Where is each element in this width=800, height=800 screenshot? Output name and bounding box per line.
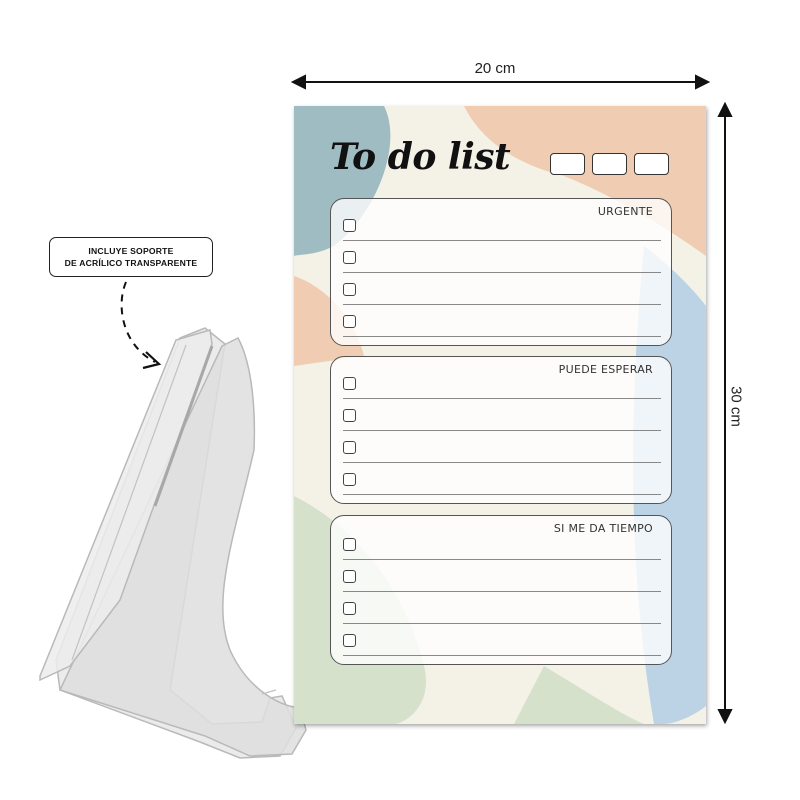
list-line <box>343 591 661 592</box>
dashed-curve-arrow-icon <box>120 281 162 370</box>
checkbox[interactable] <box>343 315 356 328</box>
list-line <box>343 655 661 656</box>
section-label: URGENTE <box>597 205 653 218</box>
section-urgente: URGENTE <box>330 198 672 346</box>
callout-line-2: DE ACRÍLICO TRANSPARENTE <box>64 258 198 268</box>
list-line <box>343 240 661 241</box>
checkbox[interactable] <box>343 602 356 615</box>
checkbox[interactable] <box>343 538 356 551</box>
list-line <box>343 336 661 337</box>
list-line <box>343 272 661 273</box>
checkbox[interactable] <box>343 409 356 422</box>
list-line <box>343 462 661 463</box>
section-label: SI ME DA TIEMPO <box>553 522 653 535</box>
checkbox[interactable] <box>343 219 356 232</box>
checkbox[interactable] <box>343 570 356 583</box>
list-line <box>343 559 661 560</box>
date-box <box>550 153 585 175</box>
date-box <box>592 153 627 175</box>
checkbox[interactable] <box>343 441 356 454</box>
callout-line-1: INCLUYE SOPORTE <box>88 246 174 256</box>
checkbox[interactable] <box>343 283 356 296</box>
list-line <box>343 430 661 431</box>
arrow-horizontal-icon <box>290 74 711 90</box>
arrow-vertical-icon <box>717 101 733 725</box>
list-line <box>343 623 661 624</box>
notepad-title: To do list <box>330 136 511 178</box>
list-line <box>343 398 661 399</box>
todo-notepad: To do list URGENTE PUEDE ESPERAR <box>294 106 706 724</box>
list-line <box>343 494 661 495</box>
acrylic-stand-callout: INCLUYE SOPORTE DE ACRÍLICO TRANSPARENTE <box>49 237 213 277</box>
checkbox[interactable] <box>343 634 356 647</box>
width-label: 20 cm <box>474 60 516 77</box>
section-label: PUEDE ESPERAR <box>558 363 653 376</box>
date-box <box>634 153 669 175</box>
checkbox[interactable] <box>343 377 356 390</box>
list-line <box>343 304 661 305</box>
section-puede-esperar: PUEDE ESPERAR <box>330 356 672 504</box>
section-si-me-da-tiempo: SI ME DA TIEMPO <box>330 515 672 665</box>
checkbox[interactable] <box>343 251 356 264</box>
checkbox[interactable] <box>343 473 356 486</box>
